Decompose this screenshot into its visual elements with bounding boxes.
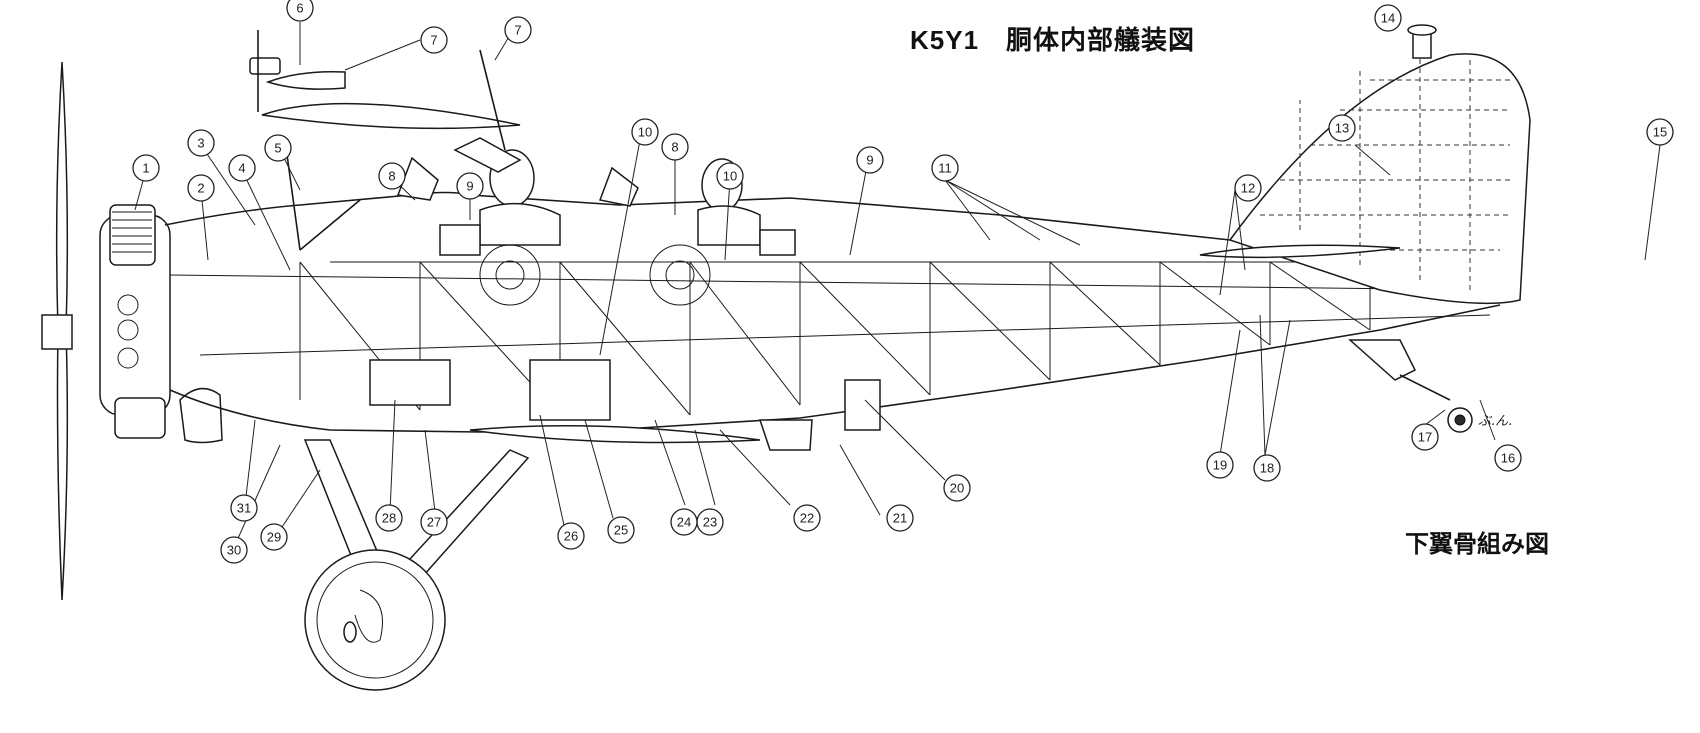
- svg-text:25: 25: [614, 523, 628, 538]
- svg-text:27: 27: [427, 515, 441, 530]
- callout-30: 30: [220, 536, 248, 564]
- svg-text:3: 3: [197, 136, 204, 151]
- tail-wheel: [1348, 339, 1473, 433]
- callout-23: 23: [696, 508, 724, 536]
- lower-wing: [469, 425, 761, 444]
- callout-15: 15: [1646, 118, 1674, 146]
- callout-22: 22: [793, 504, 821, 532]
- svg-text:24: 24: [677, 515, 691, 530]
- svg-text:26: 26: [564, 529, 578, 544]
- pitot-mast: [453, 49, 522, 173]
- propeller: [41, 61, 73, 601]
- callout-24: 24: [670, 508, 698, 536]
- callout-26: 26: [557, 522, 585, 550]
- svg-text:18: 18: [1260, 461, 1274, 476]
- svg-text:7: 7: [514, 23, 521, 38]
- upper-wing: [249, 30, 521, 130]
- callout-25: 25: [607, 516, 635, 544]
- svg-text:6: 6: [296, 1, 303, 16]
- svg-text:7: 7: [430, 33, 437, 48]
- callout-8a: 8: [378, 162, 406, 190]
- callout-31: 31: [230, 494, 258, 522]
- svg-text:23: 23: [703, 515, 717, 530]
- svg-text:22: 22: [800, 511, 814, 526]
- radial-engine: [99, 204, 223, 444]
- svg-text:8: 8: [671, 140, 678, 155]
- callout-28: 28: [375, 504, 403, 532]
- callout-19: 19: [1206, 451, 1234, 479]
- callout-7a: 7: [420, 26, 448, 54]
- svg-text:1: 1: [142, 161, 149, 176]
- callout-11: 11: [931, 154, 959, 182]
- svg-text:17: 17: [1418, 430, 1432, 445]
- lower-components: [369, 359, 881, 451]
- callout-13: 13: [1328, 114, 1356, 142]
- svg-text:5: 5: [274, 141, 281, 156]
- svg-text:10: 10: [638, 125, 652, 140]
- svg-text:16: 16: [1501, 451, 1515, 466]
- lower-wing-diagram-label: 下翼骨組み図: [1405, 531, 1549, 558]
- callout-10b: 10: [716, 162, 744, 190]
- callout-20: 20: [943, 474, 971, 502]
- callout-5: 5: [264, 134, 292, 162]
- callout-21: 21: [886, 504, 914, 532]
- svg-text:20: 20: [950, 481, 964, 496]
- callout-14: 14: [1374, 4, 1402, 32]
- callout-8b: 8: [661, 133, 689, 161]
- svg-text:13: 13: [1335, 121, 1349, 136]
- cabane-strut: [284, 139, 361, 251]
- callout-17: 17: [1411, 423, 1439, 451]
- svg-text:14: 14: [1381, 11, 1395, 26]
- svg-text:21: 21: [893, 511, 907, 526]
- svg-text:9: 9: [866, 153, 873, 168]
- callout-7b: 7: [504, 16, 532, 44]
- callout-27: 27: [420, 508, 448, 536]
- svg-text:29: 29: [267, 530, 281, 545]
- svg-text:9: 9: [466, 179, 473, 194]
- callout-16: 16: [1494, 444, 1522, 472]
- callout-9a: 9: [456, 172, 484, 200]
- callout-4: 4: [228, 154, 256, 182]
- svg-text:2: 2: [197, 181, 204, 196]
- svg-text:4: 4: [238, 161, 245, 176]
- svg-text:30: 30: [227, 543, 241, 558]
- svg-text:28: 28: [382, 511, 396, 526]
- signature: ぶ.ん.: [1478, 414, 1512, 429]
- svg-text:8: 8: [388, 169, 395, 184]
- svg-text:12: 12: [1241, 181, 1255, 196]
- callout-10a: 10: [631, 118, 659, 146]
- callout-3: 3: [187, 129, 215, 157]
- tail-assembly: [1199, 24, 1531, 305]
- callout-9b: 9: [856, 146, 884, 174]
- callout-12: 12: [1234, 174, 1262, 202]
- landing-gear: [303, 439, 530, 691]
- svg-text:15: 15: [1653, 125, 1667, 140]
- callout-6: 6: [286, 0, 314, 22]
- svg-text:10: 10: [723, 169, 737, 184]
- svg-text:11: 11: [938, 161, 952, 176]
- svg-text:31: 31: [237, 501, 251, 516]
- drawing-title: K5Y1 胴体内部艤装図: [910, 25, 1196, 55]
- callout-29: 29: [260, 523, 288, 551]
- callout-2: 2: [187, 174, 215, 202]
- callout-18: 18: [1253, 454, 1281, 482]
- svg-text:19: 19: [1213, 458, 1227, 473]
- callout-1: 1: [132, 154, 160, 182]
